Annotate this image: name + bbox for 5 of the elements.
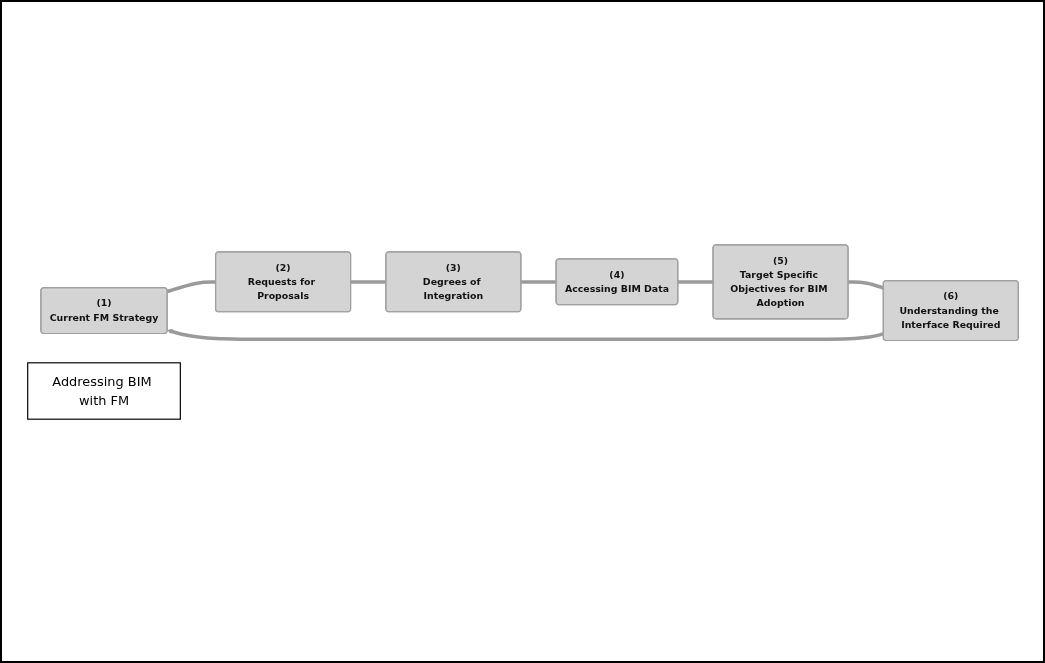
connector [166, 279, 216, 293]
connector [520, 279, 556, 284]
connector [350, 279, 386, 284]
connector [677, 279, 713, 284]
node-box: Addressing BIM with FM [26, 361, 181, 420]
